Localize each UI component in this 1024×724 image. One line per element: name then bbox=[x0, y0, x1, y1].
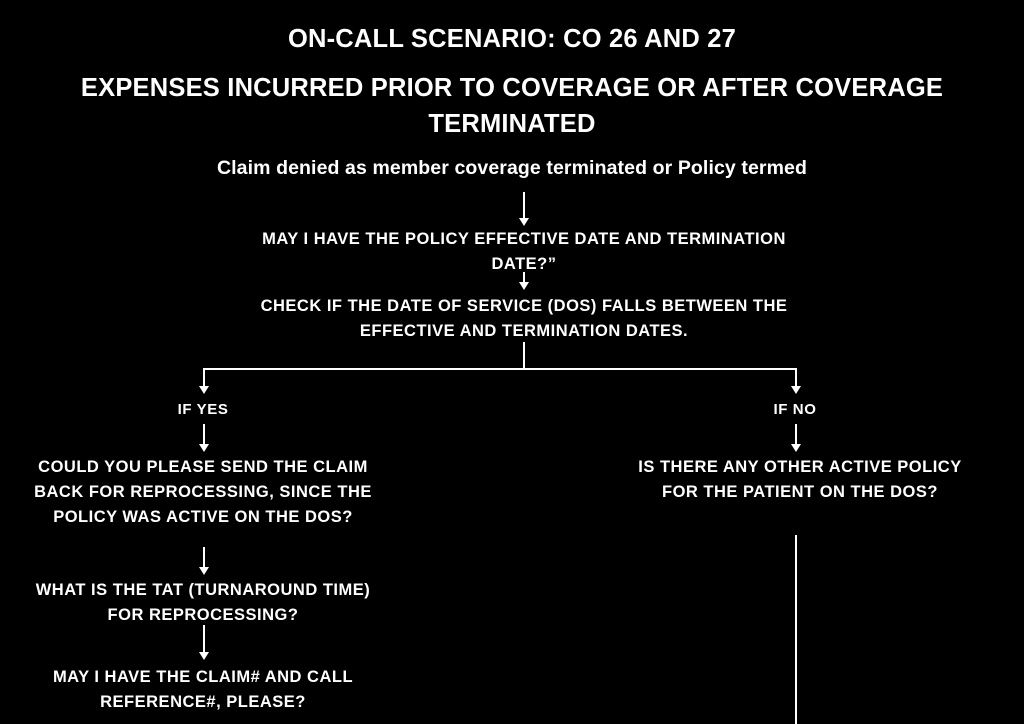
branch-label-if-no: IF NO bbox=[773, 401, 817, 418]
connector-line-branch-to-if-yes bbox=[203, 368, 205, 388]
node-claim-and-call-reference: MAY I HAVE THE CLAIM# AND CALL REFERENCE… bbox=[52, 668, 354, 712]
denial-reason-subtitle: Claim denied as member coverage terminat… bbox=[216, 157, 808, 179]
arrowhead-subtitle-to-ask-dates bbox=[519, 218, 529, 226]
branch-label-if-yes: IF YES bbox=[177, 401, 229, 418]
connector-line-if-no-to-other-policy bbox=[795, 424, 797, 446]
connector-line-subtitle-to-ask-dates bbox=[523, 192, 525, 220]
arrowhead-if-no-to-other-policy bbox=[791, 444, 801, 452]
node-turnaround-time: WHAT IS THE TAT (TURNAROUND TIME) FOR RE… bbox=[35, 581, 371, 625]
connector-line-send-back-to-tat bbox=[203, 547, 205, 571]
node-other-active-policy: IS THERE ANY OTHER ACTIVE POLICY FOR THE… bbox=[638, 458, 962, 502]
arrowhead-ask-dates-to-check-dos bbox=[519, 282, 529, 290]
arrowhead-branch-to-if-no bbox=[791, 386, 801, 394]
arrowhead-tat-to-claim-ref bbox=[199, 652, 209, 660]
connector-line-check-dos-to-branch bbox=[523, 342, 525, 370]
node-ask-policy-dates: MAY I HAVE THE POLICY EFFECTIVE DATE AND… bbox=[262, 230, 786, 274]
node-send-claim-back-for-reprocessing: COULD YOU PLEASE SEND THE CLAIM BACK FOR… bbox=[34, 458, 372, 527]
connector-line-ask-dates-to-check-dos bbox=[523, 272, 525, 284]
connector-line-other-policy-continues bbox=[795, 535, 797, 724]
arrowhead-if-yes-to-send-back bbox=[199, 444, 209, 452]
arrowhead-branch-to-if-yes bbox=[199, 386, 209, 394]
connector-line-branch-to-if-no bbox=[795, 368, 797, 388]
connector-line-if-yes-to-send-back bbox=[203, 424, 205, 446]
topic-title: EXPENSES INCURRED PRIOR TO COVERAGE OR A… bbox=[80, 74, 944, 139]
arrowhead-send-back-to-tat bbox=[199, 567, 209, 575]
scenario-title: ON-CALL SCENARIO: CO 26 AND 27 bbox=[287, 25, 737, 53]
connector-line-branch-horizontal bbox=[203, 368, 797, 370]
node-check-date-of-service: CHECK IF THE DATE OF SERVICE (DOS) FALLS… bbox=[260, 297, 788, 341]
connector-line-tat-to-claim-ref bbox=[203, 625, 205, 655]
